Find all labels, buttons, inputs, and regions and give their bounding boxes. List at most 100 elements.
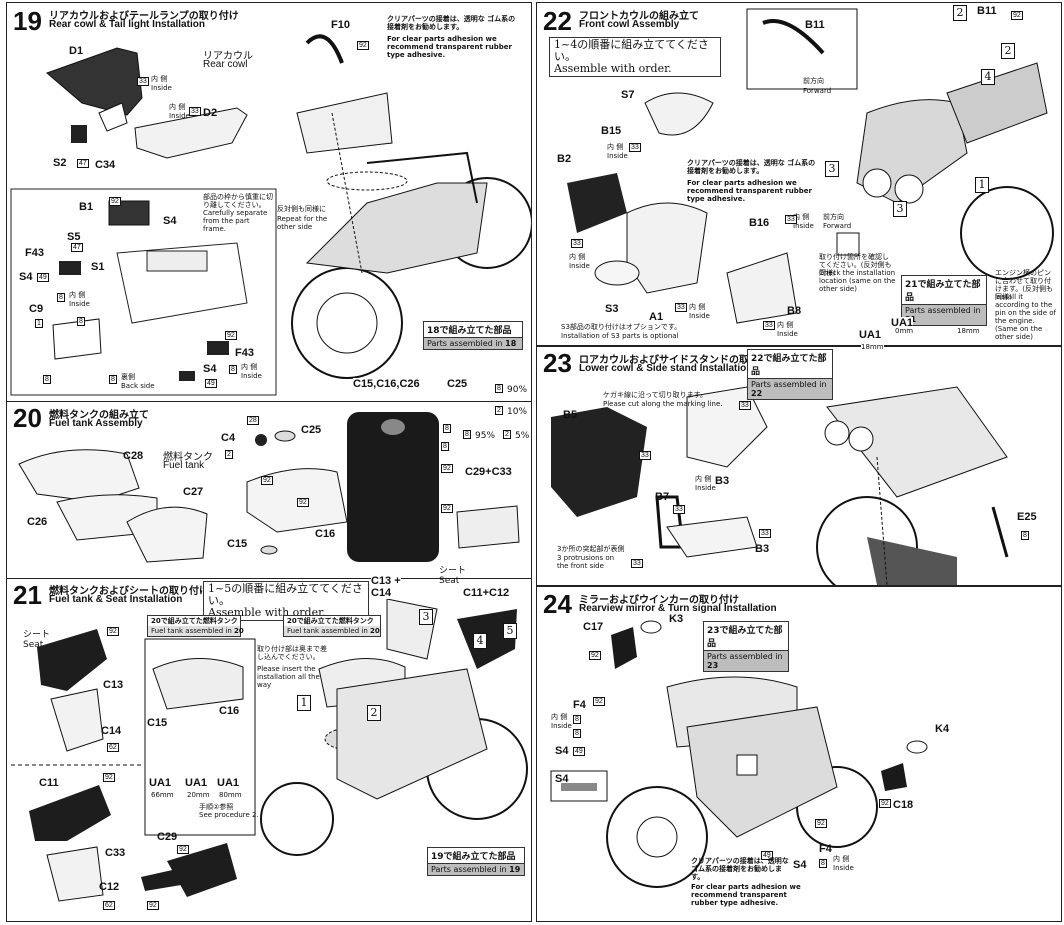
repeat-note-jp: 反対側も同様に xyxy=(277,205,326,213)
paint-code: 92 xyxy=(103,773,115,782)
paint-code: 8 xyxy=(443,424,451,433)
inside-label-jp: 内 側 xyxy=(69,291,86,299)
fuel-tank-jp: 燃料タンク xyxy=(163,452,213,463)
paint-code: 28 xyxy=(247,416,259,425)
insert-note-en: Please insert the installation all the w… xyxy=(257,665,320,689)
part-label-c4: C4 xyxy=(221,432,236,444)
part-label-c14: C14 xyxy=(101,725,122,737)
paint-code: 8 xyxy=(57,293,65,302)
paint-code: 92 xyxy=(297,498,309,507)
part-label-c29-c33: C29+C33 xyxy=(465,466,512,478)
rear-cowl-illustration xyxy=(10,34,531,396)
paint-code: 33 xyxy=(631,559,643,568)
inside-label-en: Inside xyxy=(689,312,710,320)
assembly-order-note: 1~4の順番に組み立ててください。 Assemble with order. xyxy=(549,37,721,77)
part-label-ua1: UA1 xyxy=(891,317,914,329)
step-title-en: Fuel tank & Seat Installation xyxy=(49,594,183,605)
forward-jp: 前方向 xyxy=(803,77,824,85)
check-note-jp: 取り付け箇所を確認してください。(反対側も同様) xyxy=(819,253,892,277)
order-step-2: 2 xyxy=(1001,43,1015,59)
paint-code: 8 xyxy=(819,859,827,868)
clear-note-en: For clear parts adhesion we recommend tr… xyxy=(691,883,801,907)
paint-code: 8 xyxy=(573,715,581,724)
paint-code: 2 xyxy=(503,430,511,439)
forward-jp: 前方向 xyxy=(823,213,844,221)
step-20-panel: 20 燃料タンクの組み立て Fuel tank Assembly C28 燃料タ… xyxy=(6,378,532,579)
step-number: 20 xyxy=(13,403,42,433)
paint-code: 8 xyxy=(441,442,449,451)
inside-label-jp: 内 側 xyxy=(607,143,624,151)
paint-code: 1 xyxy=(35,319,43,328)
part-label-f43: F43 xyxy=(235,347,254,359)
part-label-b2: B2 xyxy=(557,153,572,165)
clear-note-jp: クリアパーツの接着は、透明な ゴム系の接着剤をお勧めします。 xyxy=(387,15,516,31)
procedure-jp: 手順②参照 xyxy=(199,803,234,811)
assembled-jp: 18で組み立てた部品 xyxy=(424,322,522,338)
step-title-jp: 燃料タンクの組み立て xyxy=(49,410,149,421)
inside-label-en: Inside xyxy=(241,372,262,380)
part-label-s1: S1 xyxy=(91,261,105,273)
paint-code: 49 xyxy=(37,273,49,282)
part-label-f10: F10 xyxy=(331,19,350,31)
part-label-b5: B5 xyxy=(563,409,578,421)
paint-code: 92 xyxy=(441,504,453,513)
order-jp: 1~5の順番に組み立ててください。 xyxy=(208,582,363,607)
step-21-panel: 21 燃料タンクおよびシートの取り付け Fuel tank & Seat Ins… xyxy=(6,567,532,922)
part-label-c16: C16 xyxy=(315,528,336,540)
paint-code: 8 xyxy=(229,365,237,374)
part-label-b15: B15 xyxy=(601,125,622,137)
part-label-f4: F4 xyxy=(573,699,586,711)
paint-code: 47 xyxy=(71,243,83,252)
part-label-c25: C25 xyxy=(447,378,468,390)
clear-note-jp: クリアパーツの接着は、透明なゴム系の接着剤をお勧めします。 xyxy=(691,857,789,881)
inside-label-jp: 内 側 xyxy=(777,321,794,329)
part-label-group: C15,C16,C26 xyxy=(353,378,420,390)
part-label-b7: B7 xyxy=(655,491,670,503)
mix-ratio: 90% xyxy=(507,385,528,395)
assembled-en: Parts assembled in 21 xyxy=(902,305,986,325)
fuel-tank-box-a: 20で組み立てた燃料タンク Fuel tank assembled in 20 xyxy=(147,615,244,637)
step-title-en: Rearview mirror & Turn signal Installati… xyxy=(579,603,777,614)
paint-code: 92 xyxy=(177,845,189,854)
part-label-b16: B16 xyxy=(749,217,770,229)
part-label-c26: C26 xyxy=(27,516,48,528)
paint-code: 33 xyxy=(137,77,149,86)
step-number: 19 xyxy=(13,6,42,36)
part-label-c13: C13 xyxy=(103,679,124,691)
part-label-s5: S5 xyxy=(67,231,81,243)
order-step-3: 3 xyxy=(825,161,839,177)
procedure-en: See procedure 2. xyxy=(199,811,259,819)
seat-en: Seat xyxy=(439,576,460,586)
part-label-ua1: UA1 xyxy=(149,777,172,789)
back-side-en: Back side xyxy=(121,382,155,390)
paint-code: 49 xyxy=(761,851,773,860)
step-number: 22 xyxy=(543,6,572,36)
paint-code: 62 xyxy=(103,901,115,910)
paint-code: 33 xyxy=(673,505,685,514)
paint-code: 33 xyxy=(639,451,651,460)
part-label-c9: C9 xyxy=(29,303,44,315)
paint-code: 33 xyxy=(629,143,641,152)
part-label-k3: K3 xyxy=(669,613,684,625)
lower-cowl-illustration xyxy=(551,386,1009,585)
step-22-panel: 22 フロントカウルの組み立て Front cowl Assembly 1~4の… xyxy=(536,2,1062,346)
assembled-en: Parts assembled in 19 xyxy=(428,864,524,875)
cut-line-jp: ケガキ線に沿って切り取ります。 xyxy=(603,391,707,399)
part-label-c28: C28 xyxy=(123,450,144,462)
repeat-note-en: Repeat for the other side xyxy=(277,215,328,231)
inside-label-en: Inside xyxy=(607,152,628,160)
order-step-2: 2 xyxy=(367,705,381,721)
assembled-box: 21で組み立てた部品 Parts assembled in 21 xyxy=(901,275,987,326)
s3-note-jp: S3部品の取り付けはオプションです。 xyxy=(561,323,682,331)
clear-note-en: For clear parts adhesion we recommend tr… xyxy=(387,35,512,59)
paint-code: 92 xyxy=(225,331,237,340)
paint-code: 92 xyxy=(107,627,119,636)
part-label-b8: B8 xyxy=(787,305,802,317)
cut-note-jp: 部品の枠から慎重に切り離してください。 xyxy=(203,193,273,209)
cut-note-en: Carefully separate from the part frame. xyxy=(203,209,268,233)
box20-jp: 20で組み立てた燃料タンク xyxy=(284,616,380,626)
order-jp: 1~4の順番に組み立ててください。 xyxy=(554,38,709,63)
step-title-jp: 燃料タンクおよびシートの取り付け xyxy=(49,586,209,597)
part-label-c11-c12: C11+C12 xyxy=(463,587,510,599)
part-label-c15: C15 xyxy=(147,717,168,729)
